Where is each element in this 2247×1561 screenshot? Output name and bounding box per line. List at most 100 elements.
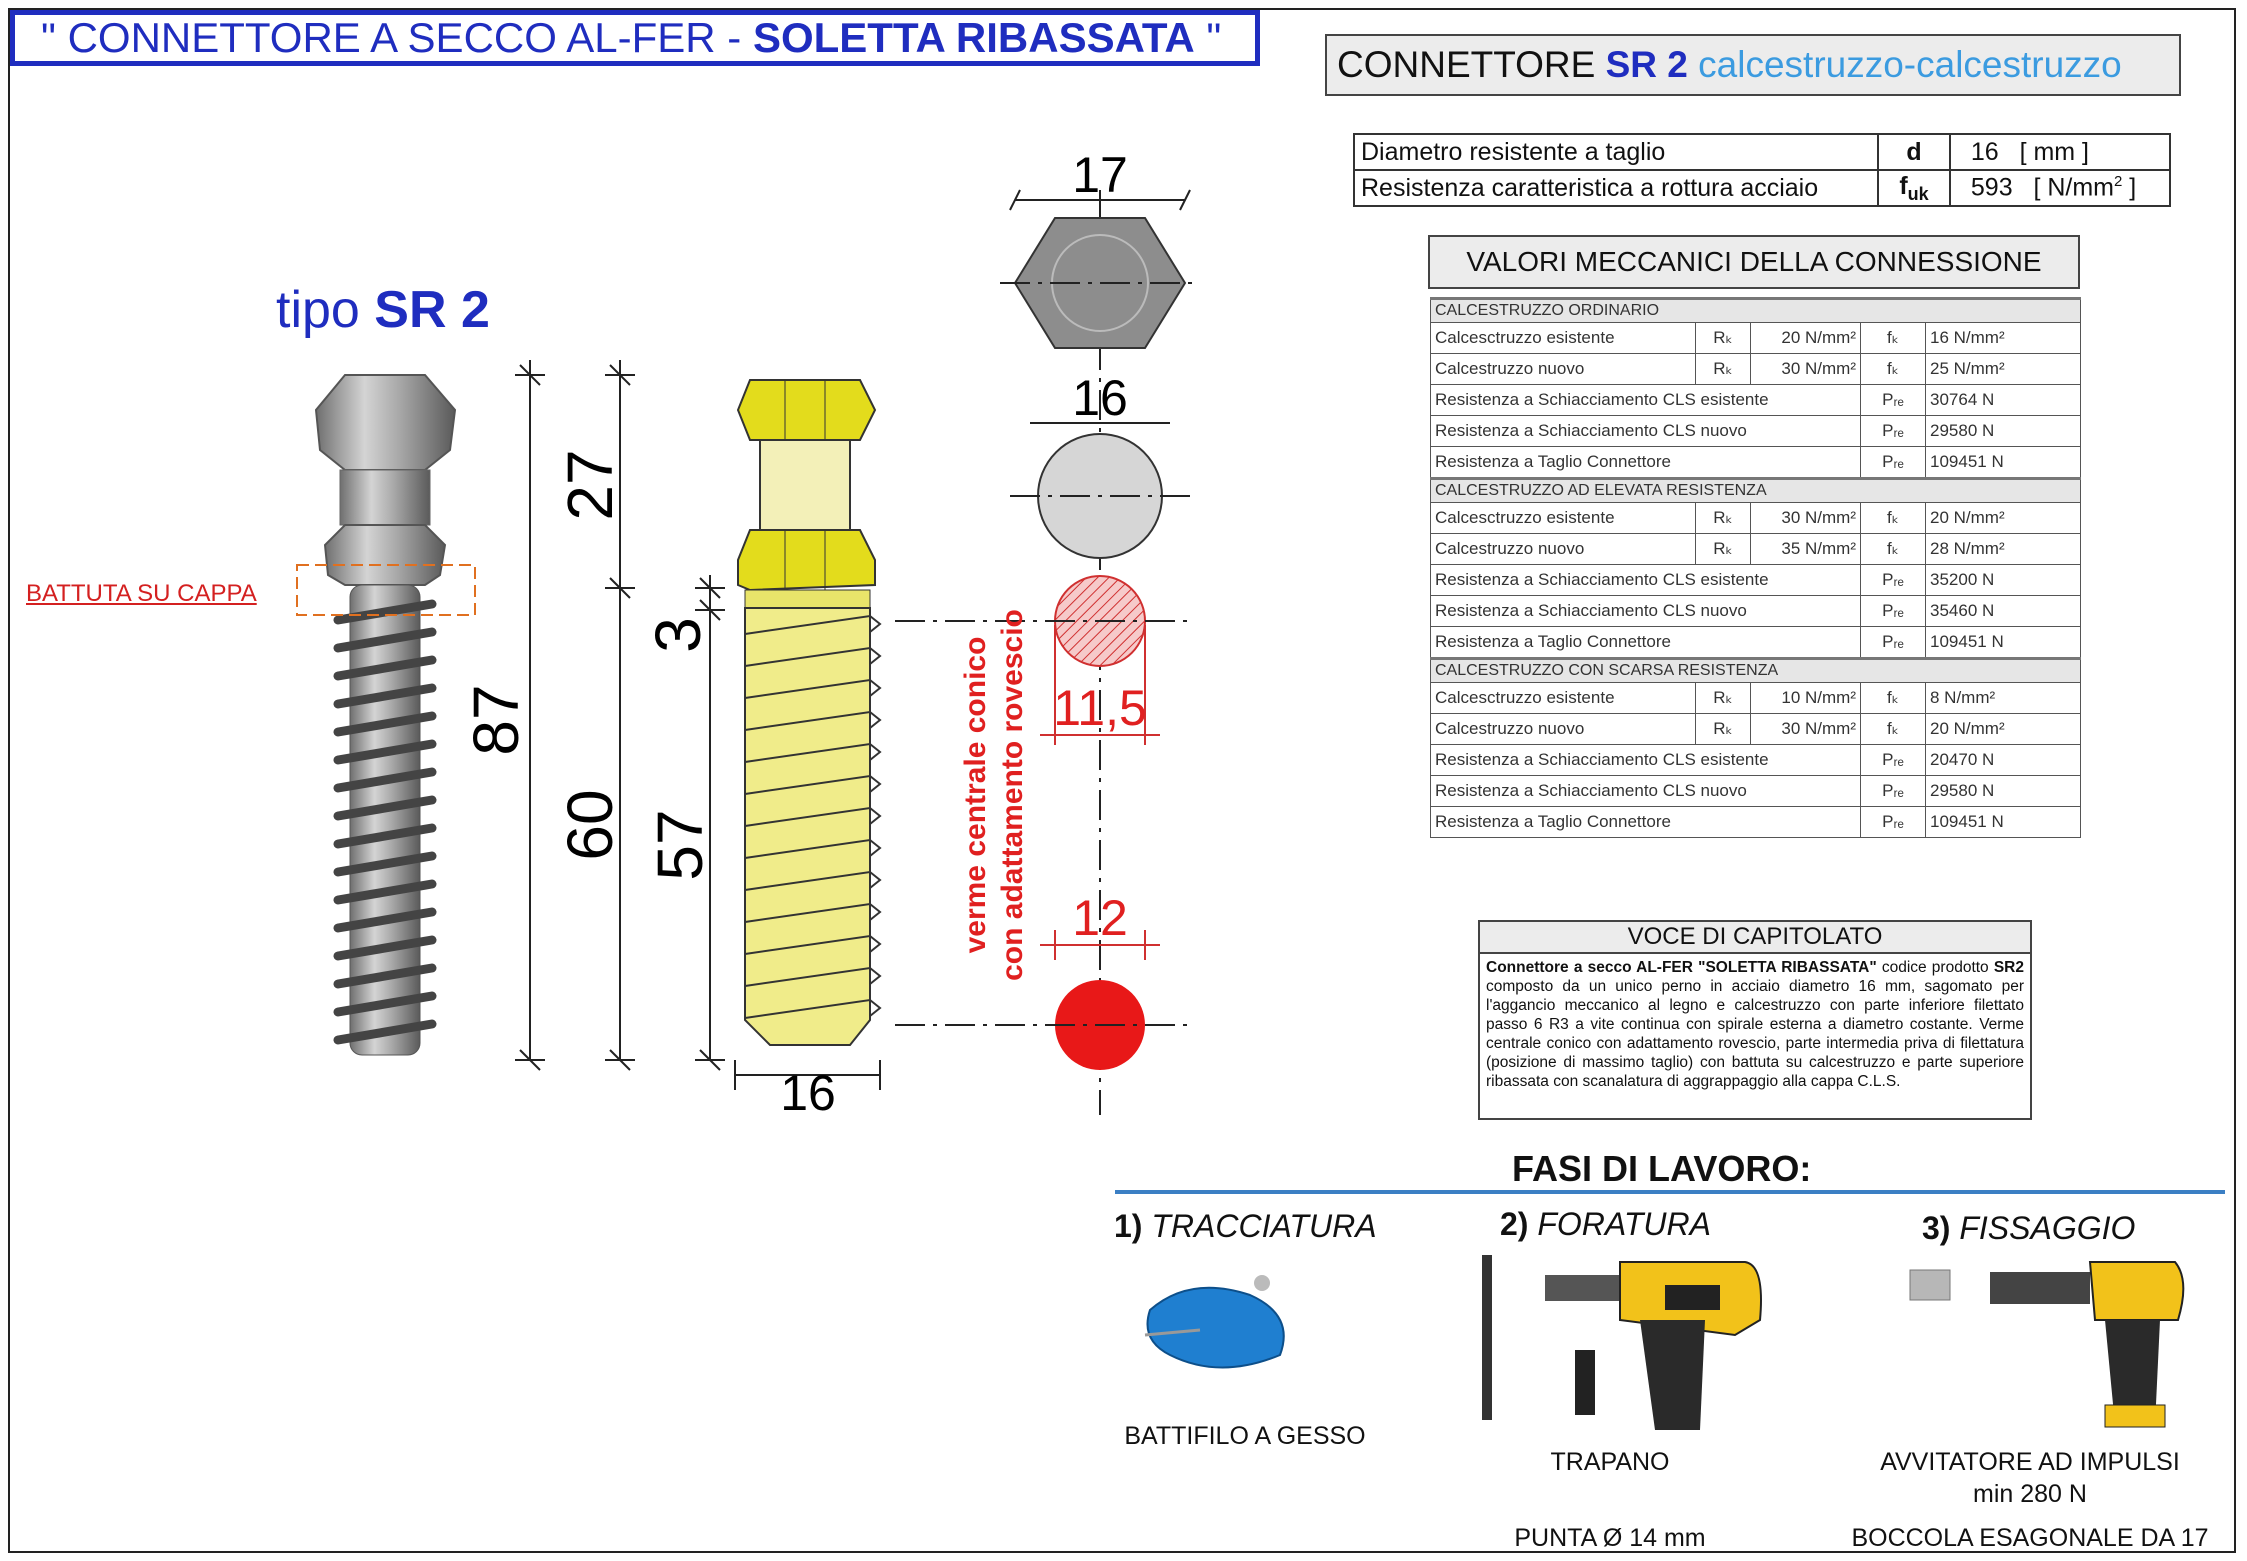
row-result: 20 N/mm²: [1924, 502, 2082, 534]
thread-line: [744, 646, 882, 667]
dim-57: 57: [644, 809, 716, 880]
thread-ridge: [333, 851, 437, 877]
row-label: Calcesctruzzo esistente: [1430, 322, 1696, 354]
thread-line: [744, 870, 882, 891]
section-header: CALCESTRUZZO CON SCARSA RESISTENZA: [1429, 657, 2082, 683]
battuta-label: BATTUTA SU CAPPA: [26, 580, 257, 607]
spec-value: 593 [ N/mm2 ]: [1949, 169, 2171, 207]
connector-photo: [296, 374, 476, 1056]
connector-title: CONNETTORE SR 2 calcestruzzo-calcestruzz…: [1325, 34, 2181, 96]
row-result: 20470 N: [1924, 744, 2082, 776]
section-header-row: CALCESTRUZZO ORDINARIO: [1429, 297, 2082, 323]
row-result: 109451 N: [1924, 806, 2082, 838]
spec-label: Resistenza caratteristica a rottura acci…: [1353, 169, 1879, 207]
row-value: 20 N/mm²: [1750, 322, 1861, 354]
row-label: Resistenza a Schiacciamento CLS esistent…: [1430, 384, 1861, 416]
page-title: " CONNETTORE A SECCO AL-FER - SOLETTA RI…: [10, 10, 1260, 66]
row-value: 30 N/mm²: [1750, 502, 1861, 534]
row-label: Resistenza a Taglio Connettore: [1430, 446, 1861, 479]
row-symbol: Rₖ: [1695, 713, 1751, 745]
thread-ridge: [333, 907, 437, 933]
voce-capitolato: VOCE DI CAPITOLATO Connettore a secco AL…: [1478, 920, 2032, 1120]
thread-ridge: [333, 599, 437, 625]
thread-line: [744, 998, 882, 1019]
thread-ridge: [333, 935, 437, 961]
row-label: Resistenza a Schiacciamento CLS esistent…: [1430, 564, 1861, 596]
row-symbol-2: fₖ: [1860, 322, 1926, 354]
spec-symbol: d: [1877, 133, 1951, 171]
spec-symbol: fuk: [1877, 169, 1951, 207]
thread-ridge: [333, 627, 437, 653]
spec-label: Diametro resistente a taglio: [1353, 133, 1879, 171]
punta-label: PUNTA Ø 14 mm: [1514, 1524, 1706, 1552]
section-header-row: CALCESTRUZZO AD ELEVATA RESISTENZA: [1429, 477, 2082, 503]
thread-ridge: [333, 1019, 437, 1045]
tool-trapano: TRAPANO: [1550, 1448, 1670, 1476]
section-views: [895, 189, 1200, 1115]
thread-ridge: [333, 739, 437, 765]
dimension-labels: 87 27 60 3 57 17 16 11,5 12 16 verme cen…: [460, 147, 1147, 1121]
thread-line: [744, 614, 882, 635]
thread-ridge: [333, 683, 437, 709]
row-result: 20 N/mm²: [1924, 713, 2082, 745]
row-value: 30 N/mm²: [1750, 713, 1861, 745]
fase-foratura: 2) FORATURA: [1500, 1206, 1711, 1242]
thread-line: [744, 742, 882, 763]
row-symbol-2: Pᵣₑ: [1860, 806, 1926, 838]
dim-3: 3: [642, 617, 714, 653]
voce-title: VOCE DI CAPITOLATO: [1480, 922, 2030, 954]
row-label: Calcestruzzo nuovo: [1430, 353, 1696, 385]
row-label: Resistenza a Schiacciamento CLS nuovo: [1430, 775, 1861, 807]
thread-ridge: [333, 767, 437, 793]
spec-value: 16 [ mm ]: [1949, 133, 2171, 171]
table-row: Resistenza a Schiacciamento CLS esistent…: [1430, 744, 2082, 776]
thread-line: [744, 774, 882, 795]
thread-line: [744, 710, 882, 731]
row-symbol: Rₖ: [1695, 533, 1751, 565]
spec-row: Diametro resistente a taglio d 16 [ mm ]: [1353, 133, 2171, 171]
thread-line: [744, 806, 882, 827]
row-result: 29580 N: [1924, 415, 2082, 447]
thread-line: [744, 934, 882, 955]
fasi-divider: [1115, 1190, 2225, 1194]
voce-text: Connettore a secco AL-FER "SOLETTA RIBAS…: [1486, 959, 2024, 1090]
valori-title: VALORI MECCANICI DELLA CONNESSIONE: [1428, 235, 2080, 289]
tool-avvitatore-min: min 280 N: [1973, 1480, 2087, 1508]
row-value: 35 N/mm²: [1750, 533, 1861, 565]
impact-wrench-image: [1909, 1261, 2185, 1428]
row-result: 29580 N: [1924, 775, 2082, 807]
row-label: Resistenza a Taglio Connettore: [1430, 806, 1861, 838]
table-row: Resistenza a Schiacciamento CLS esistent…: [1430, 384, 2082, 416]
thread-ridge: [333, 655, 437, 681]
connector-drawing: [734, 379, 882, 1090]
thread-line: [744, 678, 882, 699]
tool-battifilo: BATTIFILO A GESSO: [1124, 1422, 1366, 1450]
row-label: Calcesctruzzo esistente: [1430, 502, 1696, 534]
section-header-row: CALCESTRUZZO CON SCARSA RESISTENZA: [1429, 657, 2082, 683]
thread-ridge: [333, 711, 437, 737]
tipo-label: tipo SR 2: [276, 281, 490, 339]
dim-27: 27: [554, 449, 626, 520]
dim-17: 17: [1072, 147, 1128, 203]
row-symbol-2: Pᵣₑ: [1860, 775, 1926, 807]
row-result: 109451 N: [1924, 446, 2082, 479]
row-symbol-2: Pᵣₑ: [1860, 626, 1926, 659]
thread-line: [744, 838, 882, 859]
chalk-line-tool-image: [1144, 1275, 1285, 1369]
row-result: 35460 N: [1924, 595, 2082, 627]
boccola-label: BOCCOLA ESAGONALE DA 17: [1851, 1524, 2209, 1552]
section-header: CALCESTRUZZO AD ELEVATA RESISTENZA: [1429, 477, 2082, 503]
row-symbol-2: Pᵣₑ: [1860, 415, 1926, 447]
dim-11-5: 11,5: [1053, 680, 1147, 736]
thread-ridge: [333, 963, 437, 989]
dim-12: 12: [1072, 890, 1128, 946]
tool-avvitatore: AVVITATORE AD IMPULSI: [1880, 1448, 2180, 1476]
